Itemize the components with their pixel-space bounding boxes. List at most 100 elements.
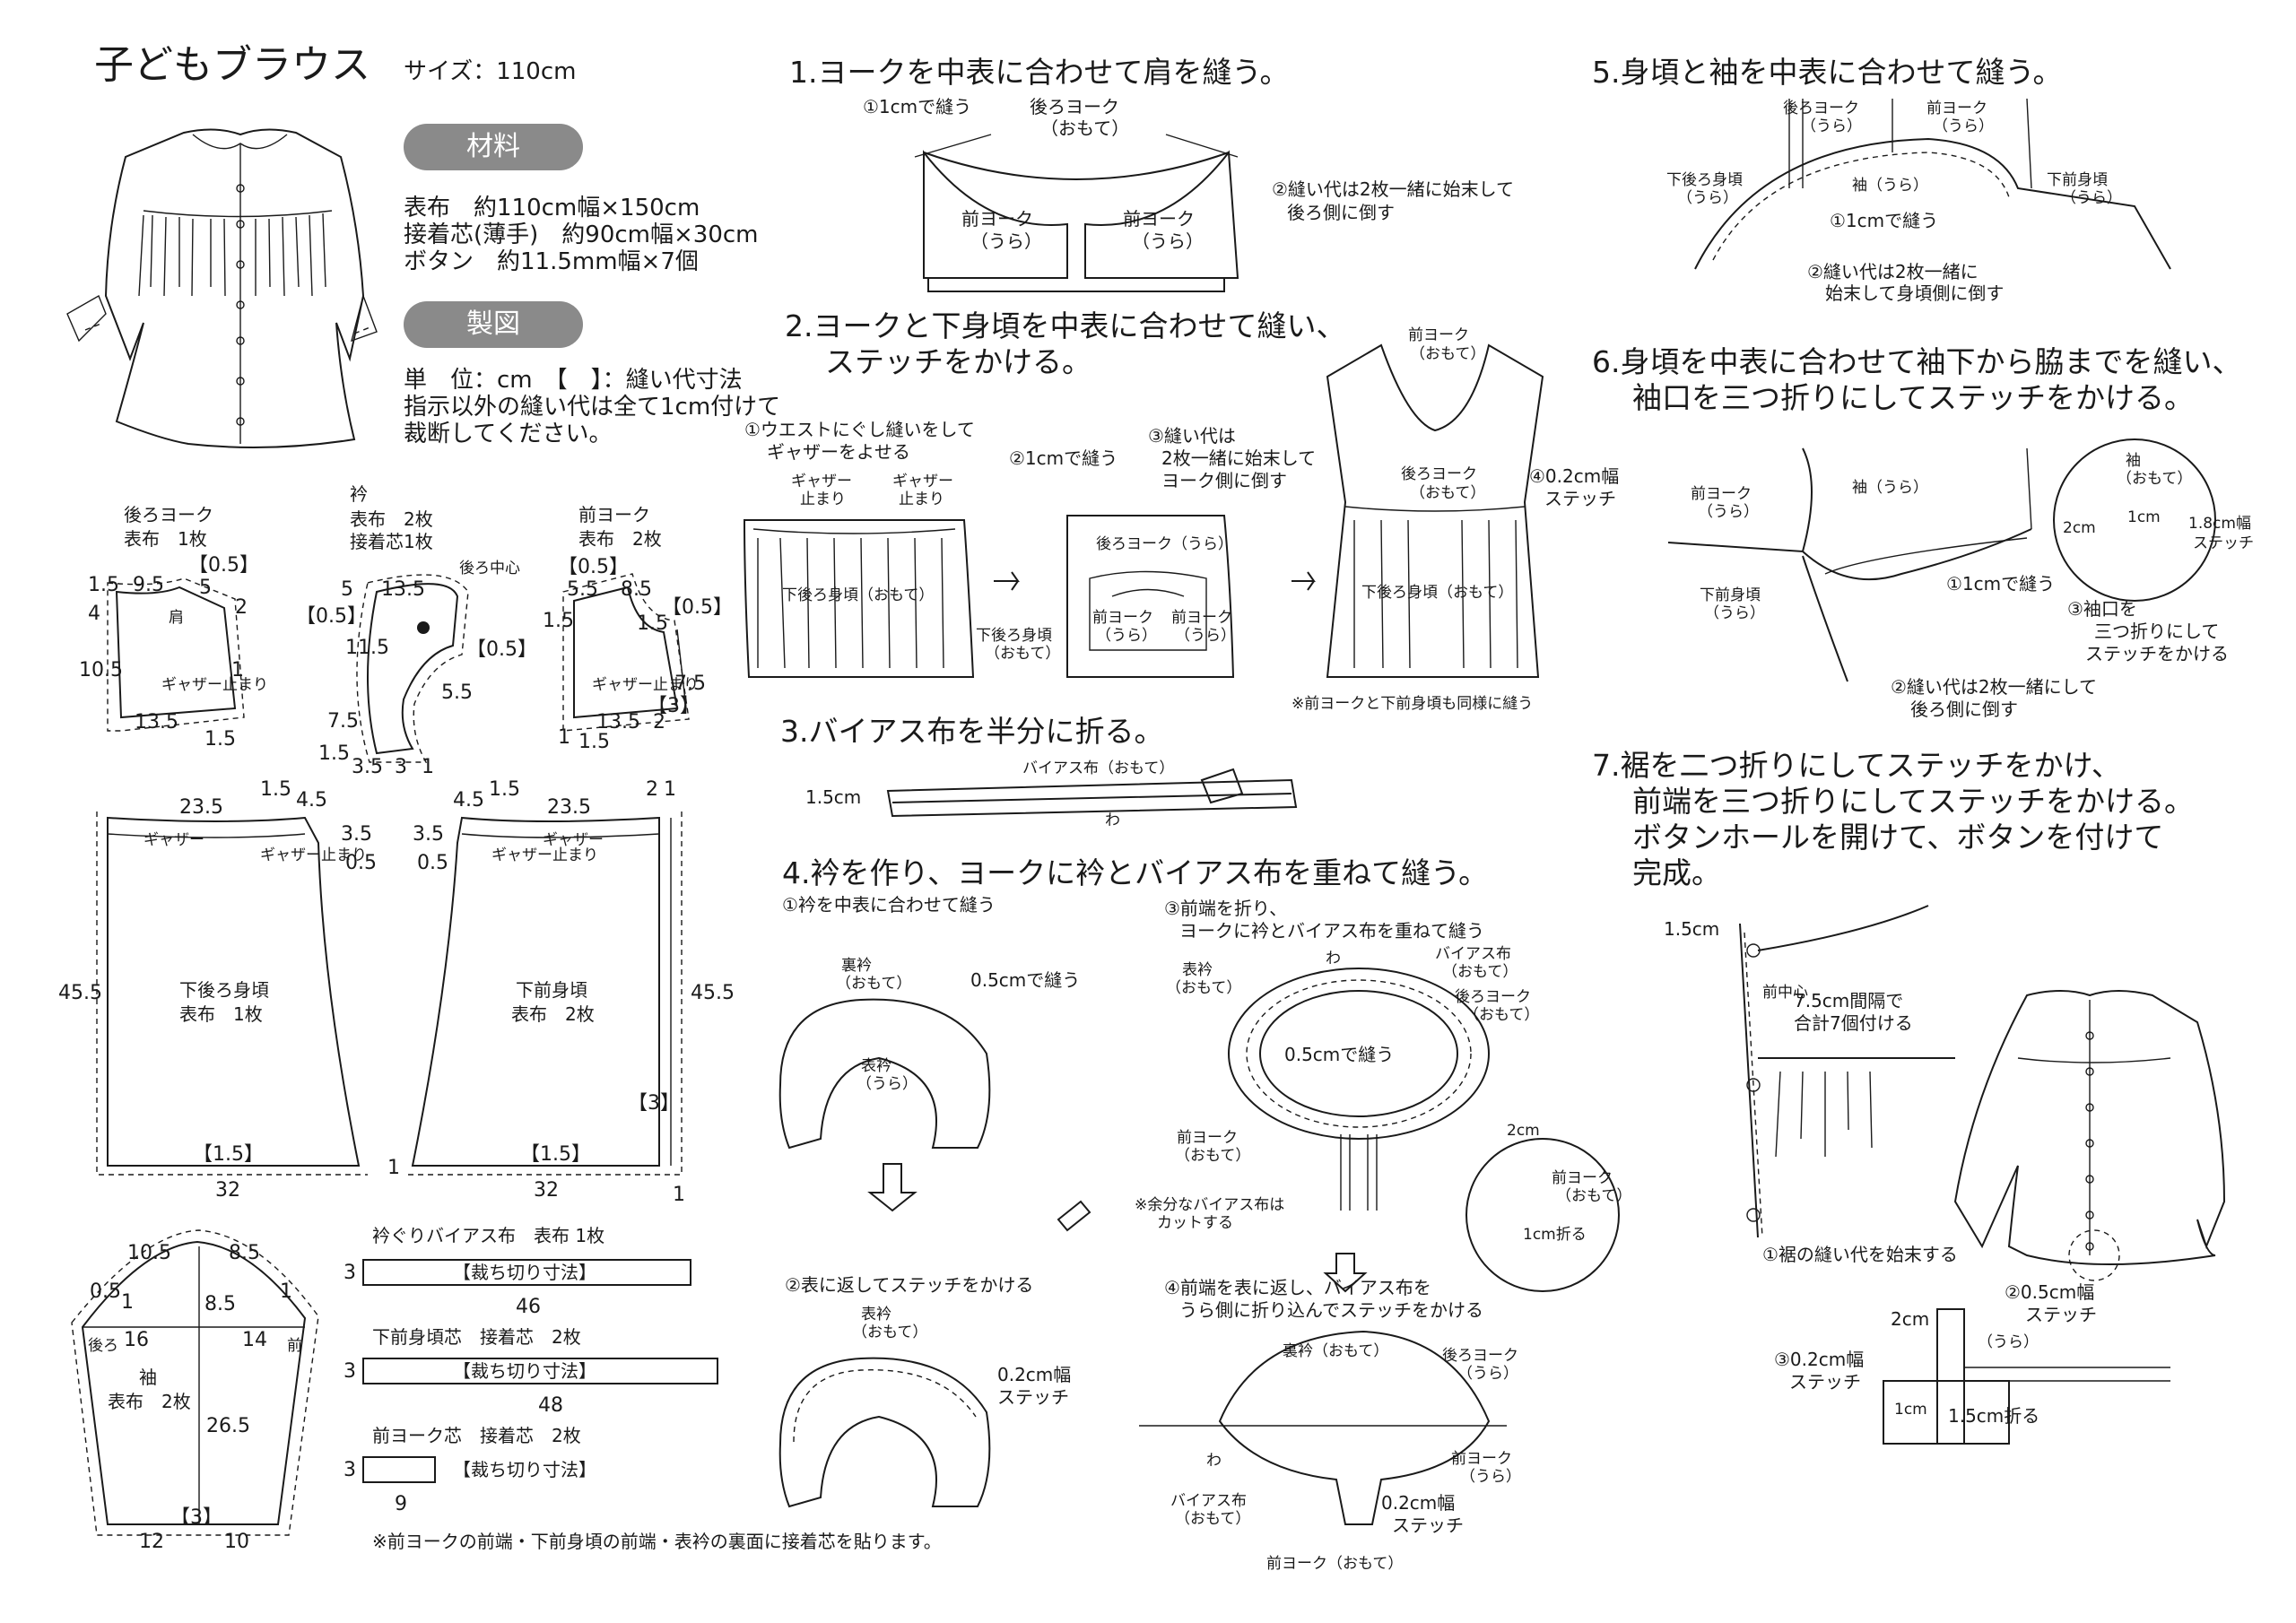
dim: 13.5 [381, 578, 425, 601]
dim: 5.5 [567, 578, 598, 601]
dim: 13.5 [135, 711, 178, 733]
dim: 1 [422, 756, 434, 778]
label: ①裾の縫い代を始末する [1762, 1244, 1958, 1265]
step7-diagram [1739, 905, 2226, 1445]
note: ギャザー止まり [161, 676, 268, 694]
step3-heading: 3.バイアス布を半分に折る。 [780, 714, 1164, 749]
step2-diagrams [743, 343, 1544, 678]
label: 後ろヨーク [1783, 100, 1859, 117]
dim: 45.5 [691, 982, 735, 1004]
label: 前ヨーク [1691, 485, 1752, 503]
step3-bias-fold [886, 768, 1298, 818]
dim: 45.5 [58, 982, 102, 1004]
label: 前ヨーク [1171, 609, 1232, 627]
label: ④0.2cm幅 [1529, 465, 1620, 487]
label: バイアス布 [1170, 1492, 1247, 1510]
dim: 8.5 [229, 1242, 260, 1264]
label: 袖（うら） [1852, 177, 1928, 195]
step1-heading: 1.ヨークを中表に合わせて肩を縫う。 [789, 55, 1290, 90]
step6-heading-line1: 6.身頃を中表に合わせて袖下から脇までを縫い、 [1592, 344, 2242, 379]
step7-heading-line2: 前端を三つ折りにしてステッチをかける。 [1632, 784, 2195, 819]
label: 前ヨーク（おもて） [1266, 1555, 1404, 1573]
step1-diagram [914, 134, 1239, 292]
label: 後ろヨーク [1442, 1347, 1518, 1365]
label: わ [1326, 950, 1341, 968]
dim: 5.5 [441, 681, 473, 704]
pattern-title: 子どもブラウス [94, 42, 370, 88]
label: 1.5cm折る [1948, 1405, 2040, 1427]
dim: 0.5 [417, 852, 448, 874]
label: ③前端を折り、 [1164, 898, 1288, 919]
label: 袖 [2126, 452, 2141, 470]
front-body-interfacing-title: 下前身頃芯 接着芯 2枚 [372, 1326, 581, 1348]
dim: 32 [534, 1179, 559, 1202]
label: （おもて） [1464, 1006, 1540, 1024]
label: 1cm折る [1523, 1226, 1587, 1244]
label: わ [1105, 812, 1120, 829]
collar-title: 衿 [350, 483, 368, 505]
label: 下後ろ身頃 [976, 627, 1052, 645]
front-yoke-fabric: 表布 2枚 [578, 528, 662, 550]
label: 後ろ側に倒す [1287, 202, 1395, 223]
label: 7.5cm間隔で [1794, 990, 1904, 1011]
label: ※前ヨークと下前身頃も同様に縫う [1292, 695, 1534, 713]
label: （うら） [1704, 604, 1765, 622]
front-yoke-title: 前ヨーク [578, 504, 650, 525]
label: （おもて） [2117, 470, 2193, 488]
bias-strips [362, 1259, 718, 1483]
collar-pattern [356, 574, 469, 763]
dim: 5 [341, 578, 353, 601]
dim: 23.5 [547, 796, 591, 819]
label: （うら） [1801, 117, 1862, 135]
dim: 1.5 [260, 778, 291, 801]
label: 始末して身頃側に倒す [1825, 282, 2005, 304]
label: （おもて） [1166, 979, 1242, 997]
dim: 1 [231, 659, 244, 681]
label: バイアス布 [1435, 945, 1511, 963]
sleeve-pattern [71, 1229, 319, 1536]
label: （うら） [857, 1075, 918, 1093]
dim: 8.5 [204, 1293, 236, 1315]
step2-heading-line2: ステッチをかける。 [825, 344, 1091, 379]
label: ギャザー [791, 473, 852, 490]
label: うら側に折り込んでステッチをかける [1179, 1299, 1483, 1321]
label: ①衿を中表に合わせて縫う [782, 894, 996, 916]
label: （うら） [1132, 230, 1204, 252]
dim: 10.5 [79, 659, 123, 681]
seam-allowance-note: 指示以外の縫い代は全て1cm付けて [404, 394, 781, 421]
dim: 【0.5】 [558, 556, 629, 578]
lower-front-body-pattern [404, 812, 683, 1176]
dim: 46 [516, 1296, 541, 1318]
label: ギャザーをよせる [767, 441, 910, 463]
dim: 1.5 [543, 610, 574, 632]
label: 表衿 [1182, 961, 1213, 979]
blouse-front-drawing [66, 128, 378, 448]
label: ステッチ [2025, 1304, 2097, 1325]
dim: 2 [646, 778, 658, 801]
dim: 3 [344, 1360, 356, 1383]
label: （うら） [1978, 1333, 2039, 1351]
dim: 【0.5】 [662, 596, 733, 619]
dim: 【0.5】 [466, 638, 537, 661]
label: 前ヨーク [961, 208, 1033, 230]
label: 前ヨーク [1177, 1129, 1238, 1147]
label: （うら） [1677, 189, 1738, 207]
materials-pill: 材料 [404, 124, 583, 170]
dim: 32 [215, 1179, 240, 1202]
dim: 【3】 [170, 1506, 222, 1529]
note: ギャザー止まり [260, 846, 367, 864]
note: 後ろ中心 [459, 560, 520, 577]
label: 2cm [1891, 1308, 1930, 1330]
unit-note: 単 位：cm 【 】：縫い代寸法 [404, 367, 743, 394]
dim: 【0.5】 [296, 605, 367, 628]
note: 前 [287, 1337, 302, 1355]
dim: 【0.5】 [188, 554, 259, 577]
step4-collar-diagrams [778, 968, 1620, 1525]
label: （うら） [1096, 627, 1157, 645]
front-body-title: 下前身頃 [516, 979, 587, 1001]
dim: 9 [395, 1493, 407, 1515]
label: 後ろヨーク [1030, 96, 1119, 117]
label: （おもて） [1040, 117, 1130, 139]
dim: 1.5 [318, 742, 350, 765]
dim: 1.5 [578, 731, 610, 753]
